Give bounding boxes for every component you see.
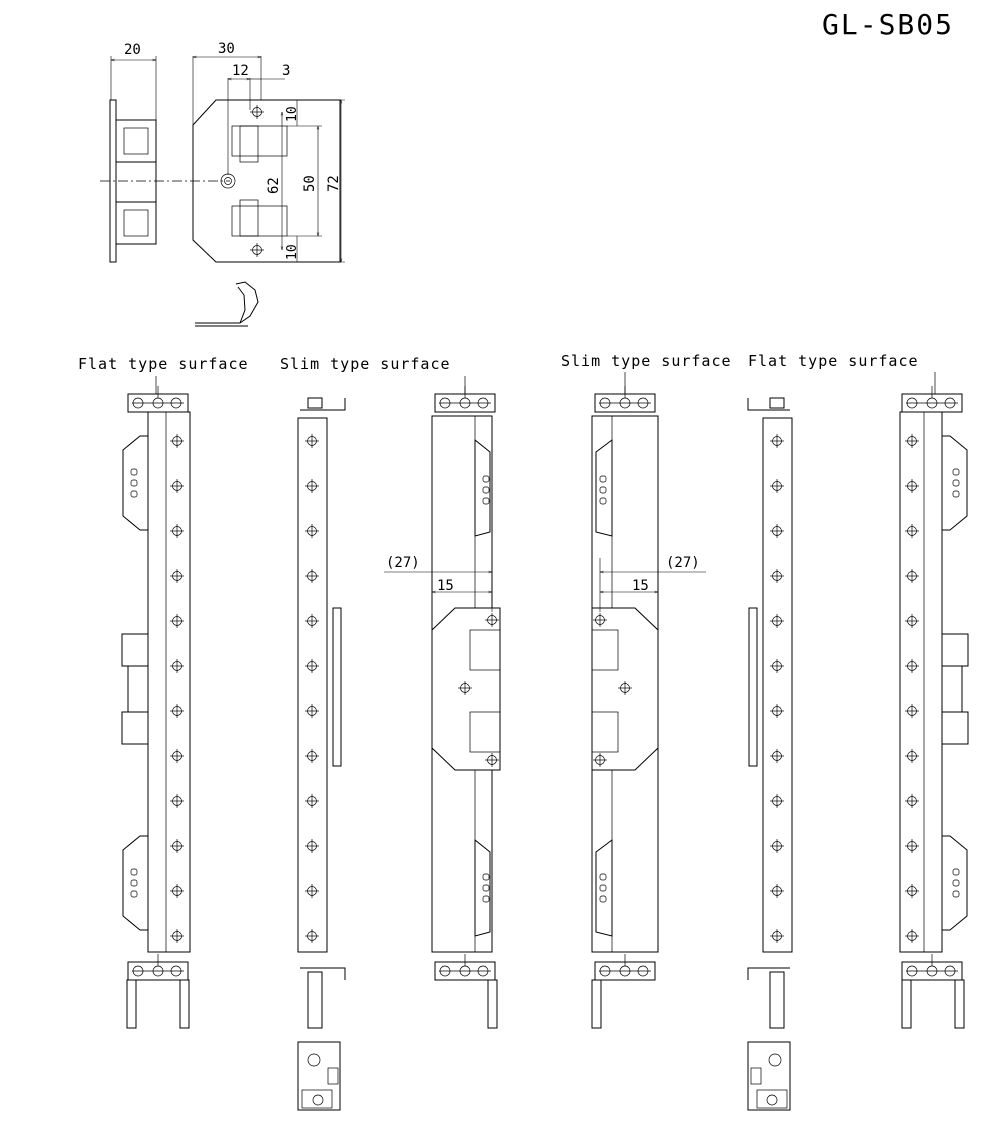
sensor-view-slim-right	[747, 397, 793, 1111]
dim-15-left: 15	[437, 578, 454, 594]
dim-12: 12	[232, 63, 249, 79]
sensor-view-assembly-right	[591, 385, 706, 1029]
label-slim-type-left: Slim type surface	[280, 355, 451, 373]
label-flat-type-right: Flat type surface	[748, 352, 919, 370]
label-slim-type-right: Slim type surface	[561, 352, 732, 370]
sensor-view-flat-left	[121, 385, 191, 1029]
dim-72: 72	[326, 175, 342, 192]
bracket-profile-view	[195, 281, 259, 327]
dim-3: 3	[282, 63, 290, 79]
bracket-front-view	[192, 56, 345, 263]
dim-30: 30	[218, 41, 235, 57]
model-code: GL-SB05	[822, 8, 954, 41]
dim-27-right: (27)	[666, 555, 700, 571]
sensor-view-flat-right	[899, 385, 969, 1029]
label-flat-type-left: Flat type surface	[78, 355, 249, 373]
dim-20: 20	[124, 42, 141, 58]
dim-50: 50	[302, 175, 318, 192]
dim-15-right: 15	[632, 578, 649, 594]
dim-10-bottom: 10	[285, 244, 300, 260]
dim-62: 62	[266, 177, 282, 194]
sensor-view-assembly-left	[384, 385, 501, 1029]
sensor-view-slim-left	[297, 397, 346, 1111]
dim-27-left: (27)	[386, 555, 420, 571]
bracket-side-view	[100, 56, 230, 263]
dim-10-top: 10	[285, 106, 300, 122]
